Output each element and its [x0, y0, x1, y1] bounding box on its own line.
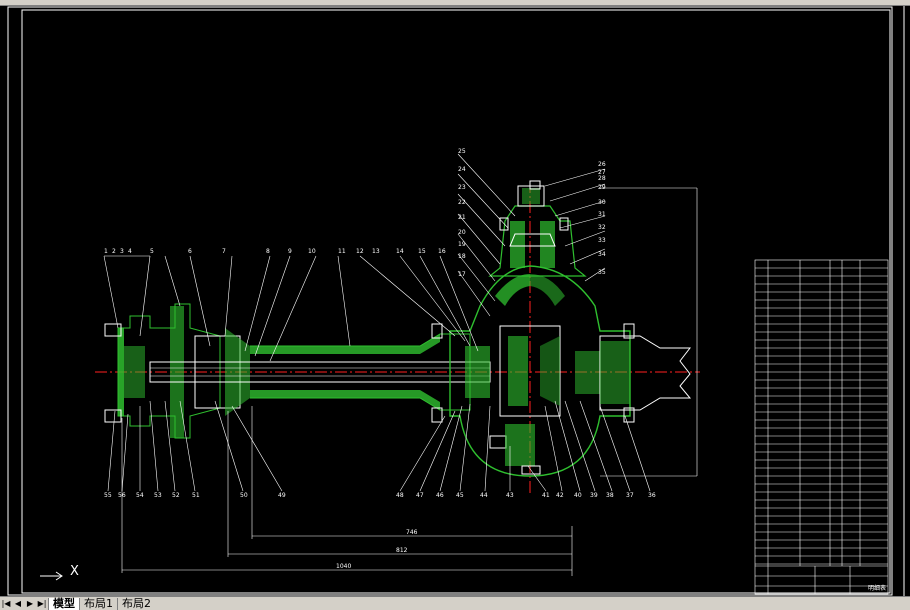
- callout-top-19: 19: [458, 241, 466, 248]
- callout-top-7: 7: [222, 248, 226, 255]
- callout-bottom-50: 50: [240, 492, 248, 499]
- callout-bottom-42: 42: [556, 492, 564, 499]
- left-hub-assembly: [104, 303, 250, 439]
- callout-top-20: 20: [458, 229, 466, 236]
- callout-top-15: 15: [418, 248, 426, 255]
- callout-top-23: 23: [458, 184, 466, 191]
- callout-top-22: 22: [458, 199, 466, 206]
- callout-bottom-51: 51: [192, 492, 200, 499]
- callout-top-17: 17: [458, 271, 466, 278]
- tab-model[interactable]: 模型: [48, 597, 79, 610]
- differential-housing: [449, 265, 692, 477]
- callout-top-21: 21: [458, 214, 466, 221]
- dimension-812: 812: [396, 547, 408, 554]
- callout-top-12: 12: [356, 248, 364, 255]
- callout-top-32: 32: [598, 224, 606, 231]
- last-tab-icon[interactable]: ▶|: [37, 598, 47, 608]
- callout-top-2: 2: [112, 248, 116, 255]
- callout-top-1: 1: [104, 248, 108, 255]
- callout-top-13: 13: [372, 248, 380, 255]
- callout-bottom-43: 43: [506, 492, 514, 499]
- bottom-callouts: 55 56 54 53 52 51 50 49 48 47 46 45 44 43 41 42 40 39 38 37…: [104, 492, 656, 499]
- dimension-746: 746: [406, 529, 418, 536]
- callout-top-5: 5: [150, 248, 154, 255]
- dimension-1040: 1040: [336, 563, 351, 570]
- callout-top-4: 4: [128, 248, 132, 255]
- callout-top-8: 8: [266, 248, 270, 255]
- callout-top-35: 35: [598, 269, 606, 276]
- ucs-icon: [40, 571, 63, 581]
- callout-bottom-49: 49: [278, 492, 286, 499]
- callout-bottom-41: 41: [542, 492, 550, 499]
- callout-top-24: 24: [458, 166, 466, 173]
- leader-lines-top: [103, 153, 698, 477]
- callout-top-3: 3: [120, 248, 124, 255]
- callout-bottom-45: 45: [456, 492, 464, 499]
- callout-bottom-38: 38: [606, 492, 614, 499]
- pinion-housing: [488, 180, 587, 277]
- drawing-canvas[interactable]: 明细表 123456789101112131415161718192021222…: [0, 6, 910, 596]
- next-tab-icon[interactable]: ▶: [26, 598, 34, 608]
- tab-layout2[interactable]: 布局2: [117, 597, 155, 610]
- callout-bottom-48: 48: [396, 492, 404, 499]
- callout-top-28: 28: [598, 175, 606, 182]
- callout-bottom-40: 40: [574, 492, 582, 499]
- callout-top-34: 34: [598, 251, 606, 258]
- parts-list-table: [754, 259, 889, 595]
- callout-bottom-36: 36: [648, 492, 656, 499]
- leader-lines-bottom: [107, 400, 651, 492]
- dimension-lines: [121, 406, 573, 576]
- callout-top-30: 30: [598, 199, 606, 206]
- prev-tab-icon[interactable]: ◀: [14, 598, 22, 608]
- drawing-frame-outer: [7, 6, 893, 596]
- layout-tab-bar: |◀ ◀ ▶ ▶| 模型 布局1 布局2: [0, 596, 910, 610]
- axle-tube: [149, 323, 491, 423]
- callout-top-29: 29: [598, 184, 606, 191]
- callout-top-14: 14: [396, 248, 404, 255]
- callout-top-33: 33: [598, 237, 606, 244]
- window-top-strip: [0, 0, 910, 6]
- callout-bottom-55: 55: [104, 492, 112, 499]
- callout-bottom-44: 44: [480, 492, 488, 499]
- callout-bottom-54: 54: [136, 492, 144, 499]
- callout-top-10: 10: [308, 248, 316, 255]
- callout-bottom-46: 46: [436, 492, 444, 499]
- drawing-frame-inner: [21, 9, 891, 594]
- callout-bottom-53: 53: [154, 492, 162, 499]
- callout-bottom-39: 39: [590, 492, 598, 499]
- callout-top-11: 11: [338, 248, 346, 255]
- callout-top-27: 27: [598, 169, 606, 176]
- first-tab-icon[interactable]: |◀: [1, 598, 11, 608]
- ucs-x-label: X: [70, 564, 79, 579]
- callout-top-31: 31: [598, 211, 606, 218]
- parts-list-heading: 明细表: [868, 584, 886, 592]
- callout-bottom-52: 52: [172, 492, 180, 499]
- callout-top-26: 26: [598, 161, 606, 168]
- callout-bottom-47: 47: [416, 492, 424, 499]
- callout-bottom-56: 56: [118, 492, 126, 499]
- tab-layout1[interactable]: 布局1: [79, 597, 117, 610]
- callout-bottom-37: 37: [626, 492, 634, 499]
- callout-top-16: 16: [438, 248, 446, 255]
- callout-top-9: 9: [288, 248, 292, 255]
- callout-top-18: 18: [458, 253, 466, 260]
- callout-top-6: 6: [188, 248, 192, 255]
- callout-top-25: 25: [458, 148, 466, 155]
